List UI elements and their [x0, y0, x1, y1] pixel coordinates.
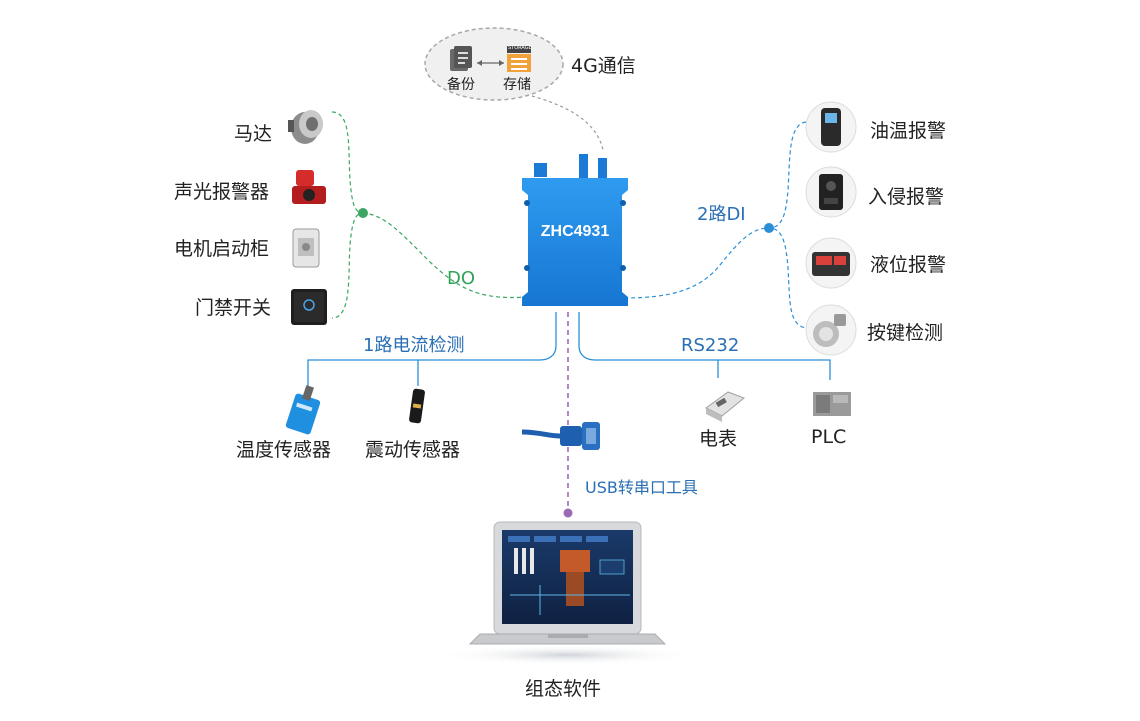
do-bracket	[331, 111, 364, 319]
motor-icon	[288, 110, 323, 144]
di-item-oil-temp: 油温报警	[870, 120, 947, 142]
di-item-liquid-level: 液位报警	[870, 254, 947, 276]
di-item-intrusion: 入侵报警	[868, 186, 945, 208]
do-link-line	[362, 212, 529, 299]
siren-icon	[292, 170, 326, 204]
di-item-button-detect: 按键检测	[867, 322, 944, 344]
do-item-motor: 马达	[234, 123, 273, 145]
storage-label: 存储	[503, 77, 531, 93]
backup-icon	[450, 46, 472, 71]
do-node	[358, 208, 368, 218]
software-label: 组态软件	[525, 678, 602, 700]
di-bracket	[768, 121, 807, 329]
di-node	[764, 223, 774, 233]
4g-link-line	[531, 95, 604, 151]
temperature-sensor-label: 温度传感器	[236, 439, 332, 461]
laptop-icon	[437, 521, 697, 665]
cloud-bubble	[424, 27, 564, 101]
rs232-link-line	[578, 312, 831, 380]
sync-arrow-icon	[477, 60, 504, 66]
backup-label: 备份	[447, 77, 475, 93]
motor-cabinet-icon	[292, 228, 320, 268]
do-label: DO	[447, 268, 476, 289]
zhc4931-device	[522, 154, 628, 306]
plc-label: PLC	[811, 426, 847, 448]
di-label: 2路DI	[697, 204, 746, 225]
do-item-siren: 声光报警器	[174, 181, 270, 203]
do-item-door-switch: 门禁开关	[195, 297, 272, 319]
storage-tag: STORAGE	[508, 45, 532, 51]
button-detect-icon	[805, 304, 857, 356]
usb-serial-cable-icon	[521, 422, 600, 450]
current-detect-label: 1路电流检测	[363, 335, 465, 356]
vibration-sensor-icon	[409, 388, 425, 424]
plc-icon	[813, 392, 851, 416]
4g-comm-label: 4G通信	[571, 55, 636, 77]
door-switch-icon	[291, 289, 327, 325]
intrusion-alarm-icon	[805, 166, 857, 218]
usb-node	[563, 508, 573, 518]
meter-icon	[705, 391, 745, 422]
liquid-level-alarm-icon	[805, 237, 857, 289]
meter-label: 电表	[699, 428, 738, 450]
temperature-sensor-icon	[285, 385, 321, 435]
storage-icon	[507, 46, 531, 72]
di-link-line	[623, 227, 770, 299]
usb-tool-label: USB转串口工具	[585, 478, 698, 497]
vibration-sensor-label: 震动传感器	[365, 439, 461, 461]
do-item-motor-cabinet: 电机启动柜	[174, 238, 270, 260]
rs232-label: RS232	[681, 335, 740, 356]
oil-temp-alarm-icon	[805, 101, 857, 153]
current-link-line	[307, 312, 557, 386]
device-model: ZHC4931	[541, 223, 610, 240]
